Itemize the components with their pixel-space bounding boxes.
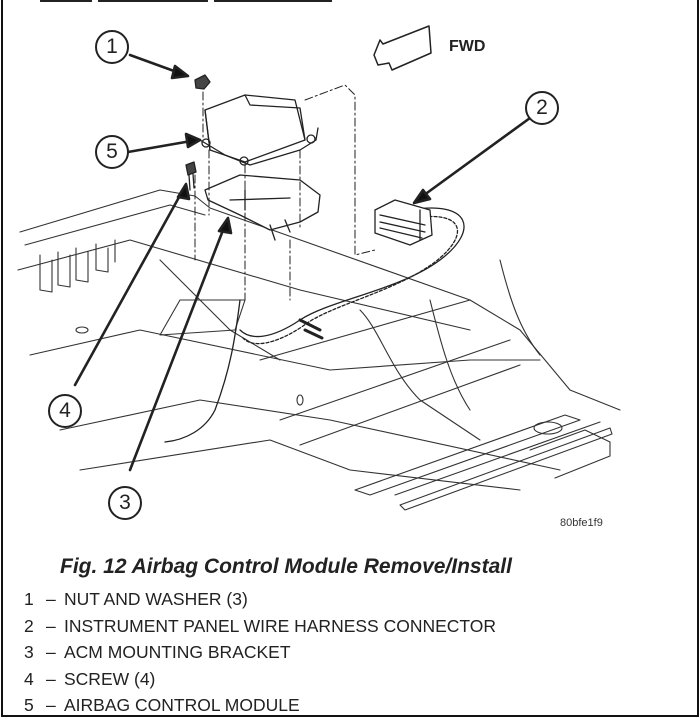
legend-number: 5 [24,695,34,715]
parts-legend: 1–NUT AND WASHER (3) 2–INSTRUMENT PANEL … [24,588,496,721]
nut [194,74,211,90]
fwd-arrow-icon [373,25,432,71]
legend-item: 4–SCREW (4) [24,668,496,695]
callout-3: 3 [108,486,142,520]
cropped-heading-remnant [40,0,350,2]
callout-4: 4 [48,394,82,428]
acm-module [199,94,319,166]
legend-separator: – [46,589,56,609]
legend-item: 3–ACM MOUNTING BRACKET [24,641,496,668]
legend-text: NUT AND WASHER (3) [64,589,248,609]
legend-item: 1–NUT AND WASHER (3) [24,588,496,615]
legend-separator: – [46,642,56,662]
legend-text: INSTRUMENT PANEL WIRE HARNESS CONNECTOR [64,615,497,636]
figure-caption: Fig. 12 Airbag Control Module Remove/Ins… [60,555,512,578]
figure-code: 80bfe1f9 [560,517,603,529]
legend-separator: – [46,668,56,689]
callout-2: 2 [525,91,559,125]
legend-text: ACM MOUNTING BRACKET [64,642,291,662]
screw [185,161,197,191]
wire-harness [164,207,465,443]
harness-connector [374,199,433,246]
legend-number: 3 [24,642,34,662]
exploded-diagram [17,25,621,511]
fwd-label: FWD [449,38,486,55]
legend-separator: – [46,615,56,636]
legend-number: 2 [24,615,34,636]
legend-item: 2–INSTRUMENT PANEL WIRE HARNESS CONNECTO… [24,615,496,642]
acm-bracket [204,174,321,231]
callout-5: 5 [95,135,129,169]
legend-number: 1 [24,589,34,609]
legend-separator: – [46,695,56,715]
legend-item: 5–AIRBAG CONTROL MODULE [24,694,496,721]
legend-number: 4 [24,668,34,689]
callout-1: 1 [95,30,129,64]
floor-pan [17,189,621,511]
leader-arrows [73,53,532,472]
legend-text: SCREW (4) [64,668,156,689]
legend-text: AIRBAG CONTROL MODULE [64,695,300,715]
